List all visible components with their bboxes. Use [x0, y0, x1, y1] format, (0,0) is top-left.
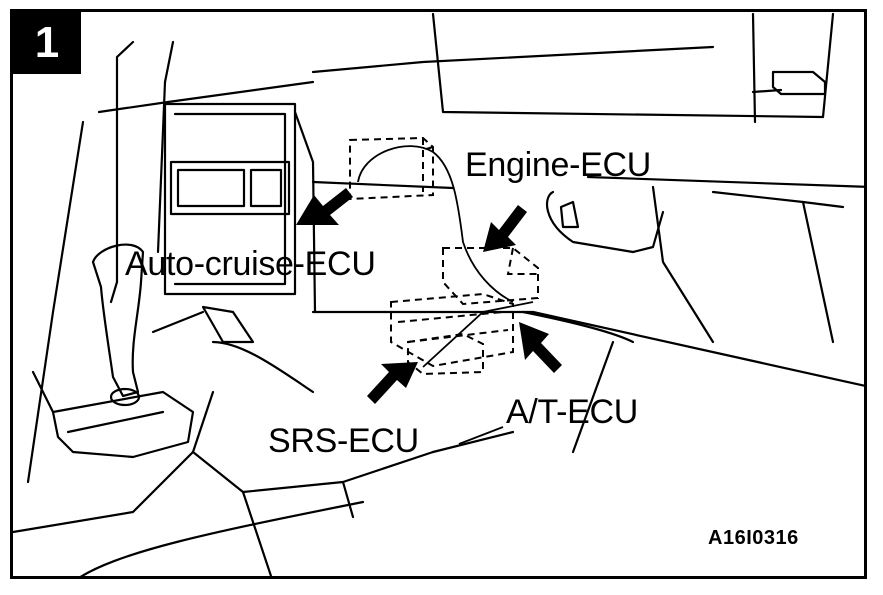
center-console	[109, 40, 135, 304]
gear-shifter	[91, 243, 145, 398]
arrow-auto-cruise	[296, 188, 353, 225]
figure-code: A16I0316	[708, 527, 799, 549]
dashboard-illustration	[13, 12, 864, 576]
at-ecu-box	[407, 332, 484, 376]
engine-ecu-box	[442, 247, 539, 306]
at-ecu-label: A/T-ECU	[506, 393, 639, 431]
step-number-badge: 1	[13, 12, 81, 74]
srs-ecu-box	[390, 292, 514, 368]
auto-cruise-ecu-label: Auto-cruise-ECU	[125, 245, 376, 283]
radio-panel	[163, 102, 297, 296]
diagram-frame: 1 Engine-ECU Auto-cruise-ECU SRS-ECU A/T…	[10, 9, 867, 579]
arrow-engine	[483, 205, 527, 252]
srs-ecu-label: SRS-ECU	[268, 422, 419, 460]
arrow-at	[519, 322, 562, 373]
auto-cruise-ecu-box	[349, 136, 434, 201]
engine-ecu-label: Engine-ECU	[465, 146, 651, 184]
arrow-srs	[367, 362, 418, 404]
